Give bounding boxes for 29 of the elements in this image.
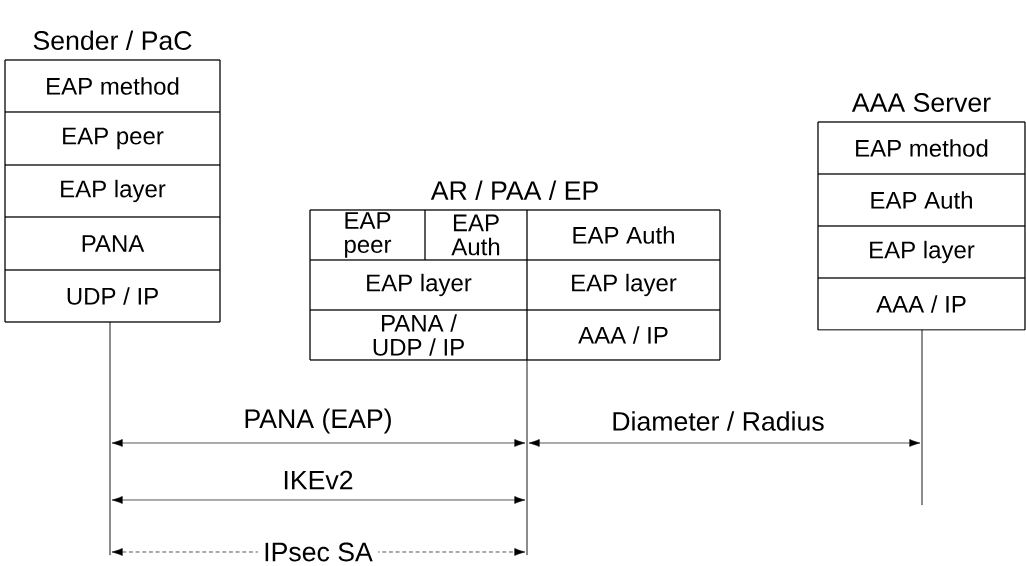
layer-cell: AAA / IP xyxy=(526,309,721,361)
node-label: AAA Server xyxy=(851,93,991,112)
layer-cell: EAP layer xyxy=(817,225,1026,279)
layer-cell: EAP peer xyxy=(4,111,221,166)
edge-label: IPsec SA xyxy=(257,537,379,566)
edge-label: IKEv2 xyxy=(277,465,359,495)
double-arrow xyxy=(528,439,921,447)
layer-cell: EAP peer xyxy=(309,209,426,261)
layer-cell: EAP Auth xyxy=(817,173,1026,227)
layer-cell: EAP Auth xyxy=(526,209,721,261)
lifeline xyxy=(109,321,111,556)
node-label: AR / PAA / EP xyxy=(430,180,598,200)
layer-cell: EAP layer xyxy=(4,164,221,218)
layer-cell: EAP layer xyxy=(309,259,528,311)
double-arrow xyxy=(111,496,526,504)
lifeline xyxy=(526,359,528,556)
edge-label: PANA (EAP) xyxy=(238,403,398,439)
layer-cell: EAP Auth xyxy=(424,209,528,261)
layer-cell: PANA xyxy=(4,216,221,271)
layer-cell: EAP layer xyxy=(526,259,721,311)
layer-cell: UDP / IP xyxy=(4,269,221,323)
double-arrow xyxy=(111,439,526,447)
layer-cell: PANA / UDP / IP xyxy=(309,309,528,361)
edge-label: Diameter / Radius xyxy=(605,405,831,437)
lifeline xyxy=(921,329,923,506)
layer-cell: EAP method xyxy=(4,59,221,113)
node-label: Sender / PaC xyxy=(33,30,192,50)
layer-cell: AAA / IP xyxy=(817,277,1026,331)
layer-cell: EAP method xyxy=(817,121,1026,175)
